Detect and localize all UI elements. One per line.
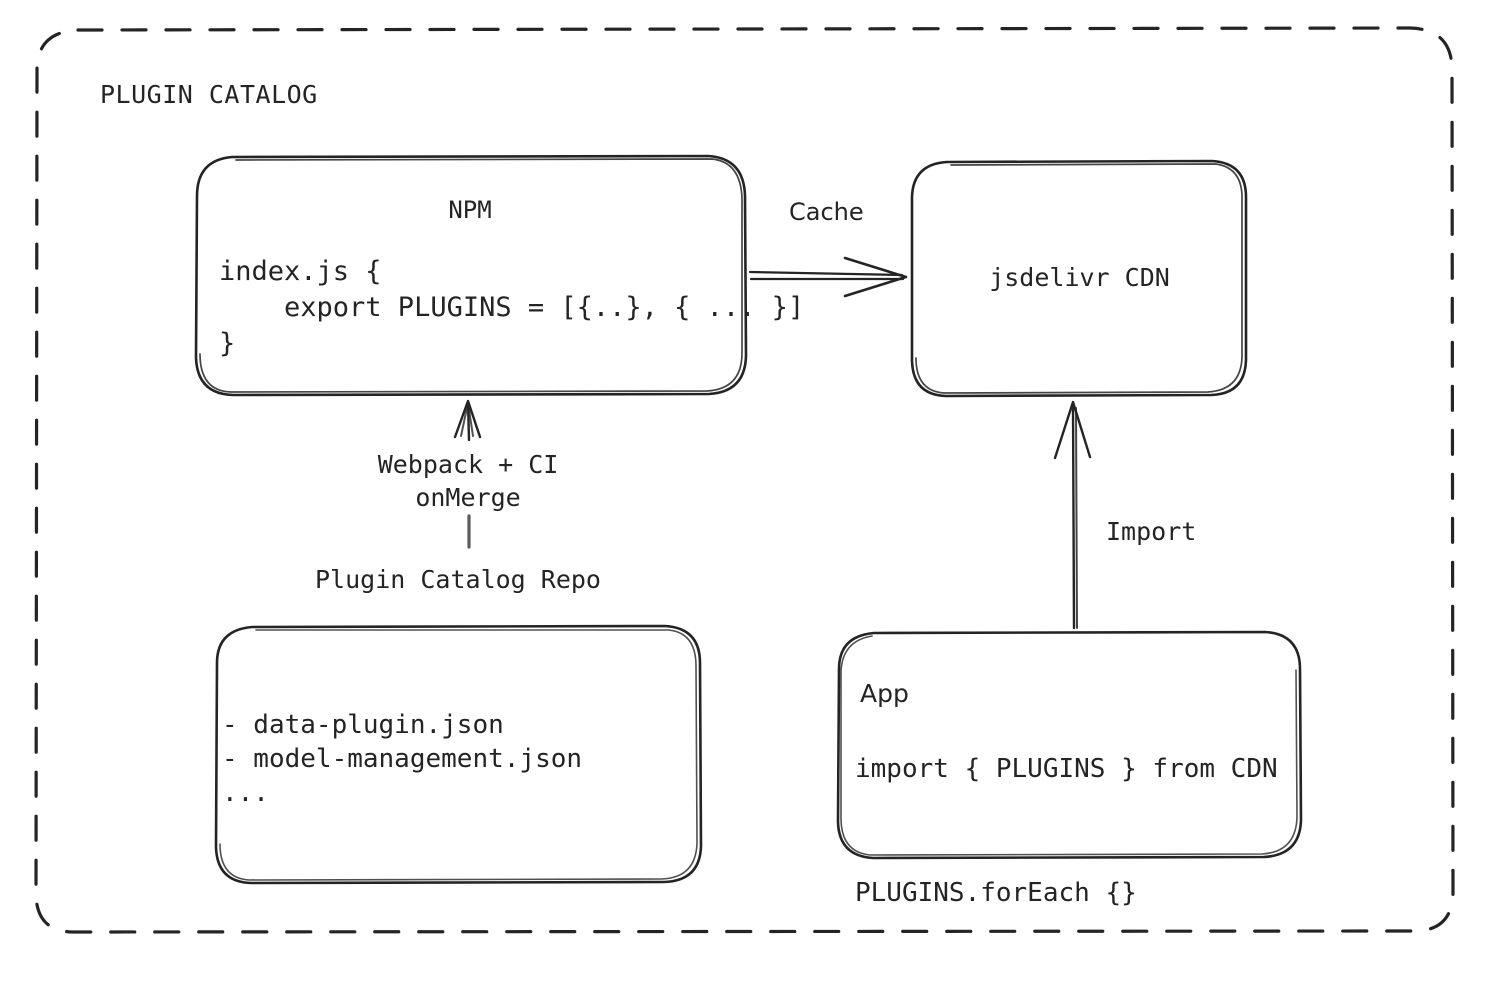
repo-box-file-list: - data-plugin.json - model-management.js… [222,710,583,808]
edge-label-import: Import [1106,517,1197,546]
repo-box-caption: Plugin Catalog Repo [315,565,601,594]
edge-label-webpack-ci-onmerge: Webpack + CI onMerge [377,450,559,512]
cdn-box-title: jsdelivr CDN [989,263,1170,292]
app-box-code: import { PLUGINS } from CDN PLUGINS.forE… [855,754,1278,908]
edge-label-cache: Cache [789,198,864,226]
npm-box-code: index.js { export PLUGINS = [{..}, { ...… [219,256,805,359]
app-box-title: App [860,679,909,708]
plugin-catalog-title: PLUGIN CATALOG [100,80,318,109]
npm-box-title: NPM [448,196,492,224]
